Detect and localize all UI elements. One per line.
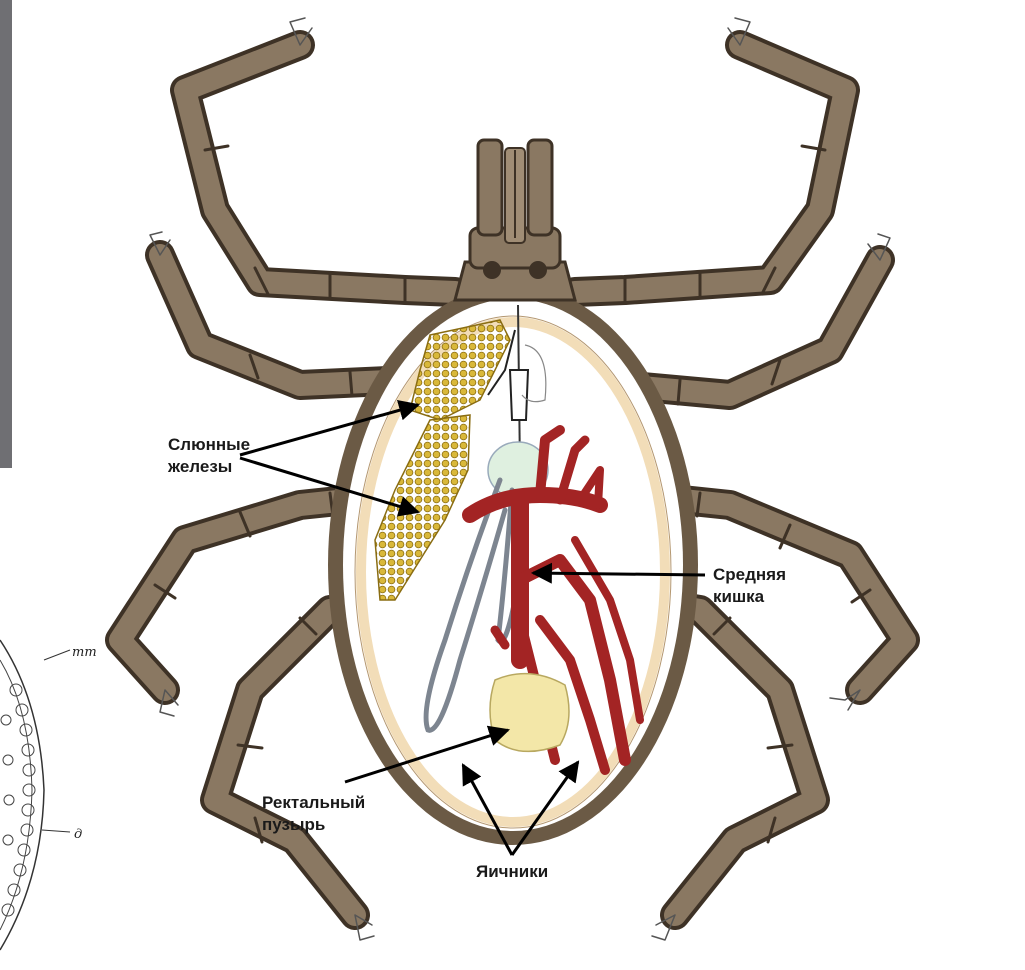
side-label-bottom: д	[74, 827, 82, 842]
dark-margin	[0, 0, 12, 468]
label-rectal-bladder-line1: Ректальный	[262, 793, 365, 812]
label-midgut-line2: кишка	[713, 587, 765, 606]
side-label-top: mm	[72, 645, 97, 660]
label-salivary-glands-line1: Слюнные	[168, 435, 250, 454]
label-ovaries: Яичники	[476, 862, 548, 881]
label-salivary-glands-line2: железы	[167, 457, 232, 476]
label-rectal-bladder-line2: пузырь	[262, 815, 325, 834]
label-midgut-line1: Средняя	[713, 565, 786, 584]
rectal-bladder	[490, 674, 569, 752]
